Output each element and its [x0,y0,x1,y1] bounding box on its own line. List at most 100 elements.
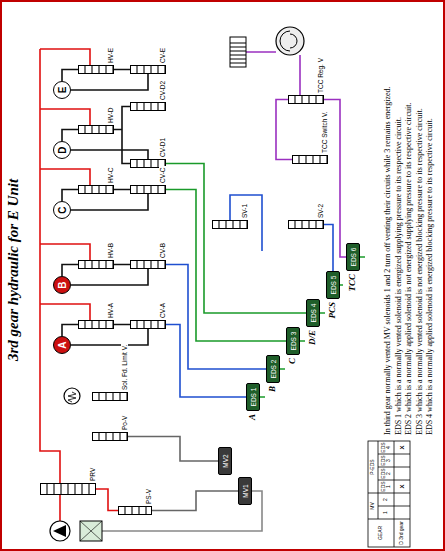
oil-line [152,491,238,511]
tcc-line [246,52,300,160]
table-cell: 1 [378,506,394,519]
valve: CV-A [130,320,166,329]
clutch-circle: B [53,276,71,294]
note-text: EDS 3 which is a normally vented solenoi… [415,5,426,435]
oil-line [166,164,306,314]
accumulator [64,388,80,404]
valve: HV-E [78,65,114,74]
table-mark: X [394,480,410,493]
valve: TCC Switch V. [292,155,328,164]
part-label: EDS 4 [310,304,317,323]
oil-line [128,437,218,462]
valve: CV-E [130,65,166,74]
clutch-circle: E [53,81,71,99]
valve: HV-D [78,125,114,134]
note-text: In third gear normally vented MV solenoi… [383,5,394,435]
part-label: CV-E [159,47,166,64]
eds-solenoid: EDS 3C [286,327,300,355]
note-text: EDS 1 which is a normally vented solenoi… [394,5,405,435]
circuit-letter: A [247,413,257,421]
oil-line [71,269,148,285]
mv-solenoid: MV1 [238,477,252,505]
clutch-circle: A [53,336,71,354]
circuit-letter: PCS [327,301,337,320]
part-label: EDS 5 [330,276,337,295]
pump [50,521,102,541]
table-cell: P-EDS [368,441,378,493]
part-label: B [57,281,68,288]
valve: HV-B [78,260,114,269]
part-label: HV-A [107,302,114,319]
torque-converter [230,27,304,67]
part-label: C [57,206,68,213]
valve: CV-B [130,260,166,269]
table-cell: 2 [378,493,394,506]
part-label: CV-D2 [159,80,166,101]
valve: PS-V [118,506,152,515]
oil-line [166,190,286,342]
part-label: TCC Switch V. [321,110,328,154]
part-label: CV-A [159,302,166,319]
part-label: EDS 1 [250,388,257,407]
oil-line [71,194,148,210]
part-label: EDS 2 [270,360,277,379]
circuit-letter: D/E [307,329,317,346]
oil-lines [40,49,365,531]
table-cell: EDS 2 [378,467,394,480]
notes-block: In third gear normally vented MV solenoi… [383,5,436,435]
mv-solenoid: MV2 [218,447,232,475]
table-cell: EDS 1 [378,480,394,493]
part-label: E [57,87,68,94]
valve: CV-D2 [130,102,166,111]
part-label: HV-E [107,47,114,64]
part-label: Sol. Fd. Limit V. [121,344,128,391]
eds-solenoid: EDS 2B [266,355,280,383]
part-label: D [57,146,68,153]
note-text: EDS 2 which is a normally applied soleno… [404,5,415,435]
valve: TCC Reg. V [288,95,324,104]
oil-line [71,329,148,345]
valve: Sol. Fd. Limit V. [92,392,128,401]
part-label: CV-B [159,242,166,259]
eds-solenoid: EDS 1A [246,383,260,411]
table-cell: D 3rd gear [394,519,410,547]
part-label: MV2 [222,454,229,467]
solenoid-exhaust [260,257,365,397]
clutch-circle: D [53,141,71,159]
part-label: SV-1 [241,203,248,219]
part-label: TCC Reg. V [317,57,324,94]
circuit-letter: B [267,385,277,393]
circuit-letter: TCC [347,273,357,293]
part-label: CV-C [159,166,166,184]
valve: HV-A [78,320,114,329]
table-mark: X [394,441,410,454]
valve: PRV [40,483,96,495]
table-cell: GEAR [368,519,394,547]
note-text: EDS 4 which is a normally applied soleno… [425,5,436,435]
valve: CV-C [130,185,166,194]
eds-solenoid: EDS 6TCC [346,243,360,271]
part-label: SV-2 [317,203,324,219]
valve: Po-V [92,432,128,441]
part-label: HV-C [107,166,114,184]
clutch-feed [62,70,130,337]
eds-solenoid: EDS 4D/E [306,299,320,327]
table-cell: EDS 3 [378,454,394,467]
table-cell: MV [368,493,378,519]
valve: SV-2 [288,220,324,229]
part-label: A [57,341,68,348]
oil-line [324,225,333,272]
part-label: HV-D [107,106,114,124]
circuit-letter: C [287,357,297,365]
table-cell: EDS 4 [378,441,394,454]
part-label: MV1 [242,484,249,497]
oil-line [71,150,148,159]
oil-line [166,265,266,370]
valve: HV-C [78,185,114,194]
part-label: PRV [89,467,96,482]
part-label: EDS 3 [290,332,297,351]
valve: SV-1 [212,220,248,229]
eds-solenoid: EDS 5PCS [326,271,340,299]
